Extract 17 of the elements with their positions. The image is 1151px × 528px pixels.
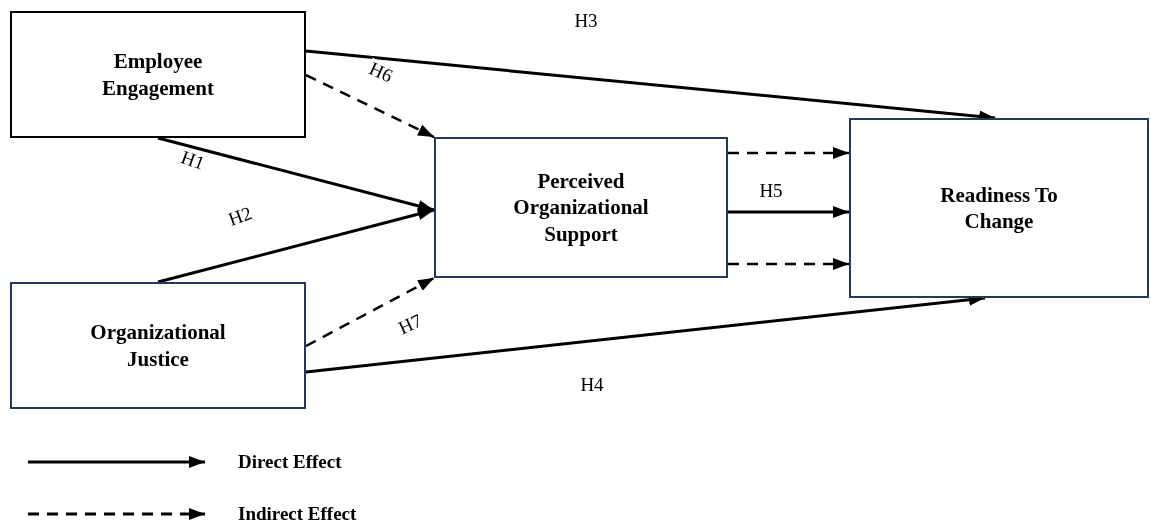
arrow (728, 146, 849, 159)
arrow (728, 205, 849, 218)
arrow (305, 73, 435, 139)
construct-label: Perceived Organizational Support (512, 168, 650, 247)
arrow (157, 136, 435, 212)
construct-label: Readiness To Change (939, 181, 1059, 235)
construct-box (10, 282, 306, 409)
arrow (157, 208, 435, 284)
construct-label: Organizational Justice (89, 319, 227, 372)
construct-box (849, 118, 1149, 298)
arrow (305, 276, 435, 348)
legend-label: Direct Effect (238, 451, 342, 473)
arrow (728, 258, 849, 270)
construct-label: Employee Engagement (101, 48, 215, 101)
construct-box (434, 137, 728, 278)
construct-box (10, 11, 306, 138)
legend-label: Indirect Effect (238, 503, 357, 525)
